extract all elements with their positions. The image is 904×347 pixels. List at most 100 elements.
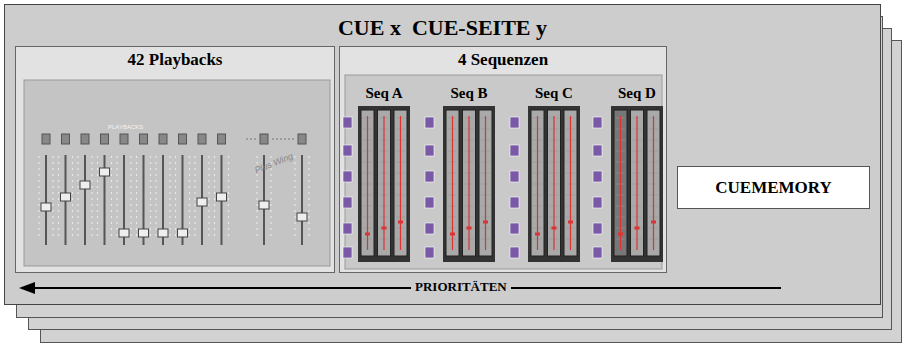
scale-dot	[38, 228, 39, 229]
scale-dot	[294, 192, 295, 193]
scale-dot	[175, 204, 176, 205]
scale-dot	[116, 216, 117, 217]
panel-ground	[345, 75, 662, 269]
scale-dot	[97, 156, 98, 157]
scale-dot	[91, 222, 92, 223]
scale-dot	[189, 162, 190, 163]
scale-dot	[189, 204, 190, 205]
scale-dot	[130, 234, 131, 235]
sequence-button	[343, 197, 352, 208]
scale-dot	[91, 192, 92, 193]
fader-knob	[41, 203, 51, 211]
scale-dot	[294, 180, 295, 181]
scale-dot	[91, 162, 92, 163]
scale-dot	[175, 168, 176, 169]
fader-track	[84, 155, 86, 245]
scale-dot	[58, 186, 59, 187]
scale-dot	[116, 186, 117, 187]
scale-dot	[72, 192, 73, 193]
box-heading: Seq B	[438, 85, 500, 102]
fader-knob	[217, 193, 227, 201]
scale-dot	[111, 234, 112, 235]
scale-dot	[91, 210, 92, 211]
scale-dot	[150, 192, 151, 193]
scale-dot	[116, 234, 117, 235]
sequence-faders	[353, 82, 415, 267]
scale-dot	[294, 216, 295, 217]
scale-dot	[214, 222, 215, 223]
flash-button	[179, 134, 187, 144]
flash-button	[140, 134, 148, 144]
scale-dot	[155, 198, 156, 199]
scale-dot	[194, 222, 195, 223]
fader-track	[620, 116, 621, 250]
scale-dot	[256, 180, 257, 181]
fader-track	[383, 116, 384, 250]
scale-dot	[214, 216, 215, 217]
scale-dot	[91, 174, 92, 175]
scale-dot	[91, 168, 92, 169]
scale-dot	[228, 192, 229, 193]
fader-track	[400, 116, 401, 250]
scale-dot	[58, 174, 59, 175]
sequence-button	[593, 247, 602, 258]
scale-dot	[91, 156, 92, 157]
sequence-button	[593, 223, 602, 234]
scale-dot	[189, 222, 190, 223]
scale-dot	[130, 204, 131, 205]
cuememory-box: CUEMEMORY	[677, 166, 870, 209]
fader-knob	[450, 233, 455, 236]
scale-dot	[72, 156, 73, 157]
scale-dot	[52, 228, 53, 229]
scale-dot	[111, 216, 112, 217]
scale-dot	[38, 174, 39, 175]
scale-dot	[150, 174, 151, 175]
scale-dot	[111, 186, 112, 187]
scale-dot	[52, 156, 53, 157]
scale-dot	[208, 180, 209, 181]
sequence-faders	[438, 82, 500, 267]
scale-dot	[270, 216, 271, 217]
scale-dot	[116, 192, 117, 193]
scale-dot	[214, 174, 215, 175]
scale-dot	[155, 186, 156, 187]
scale-dot	[136, 156, 137, 157]
scale-dot	[116, 210, 117, 211]
fader-frame	[443, 106, 495, 262]
fader-column	[479, 110, 492, 256]
fader-knob	[80, 181, 90, 189]
flash-button	[101, 134, 109, 144]
scale-dot	[150, 204, 151, 205]
scale-dot	[136, 180, 137, 181]
scale-dot	[116, 198, 117, 199]
scale-dot	[228, 216, 229, 217]
scale-dot	[155, 234, 156, 235]
scale-dot	[308, 186, 309, 187]
scale-dot	[189, 192, 190, 193]
scale-dot	[91, 186, 92, 187]
scale-dot	[256, 186, 257, 187]
scale-dot	[228, 198, 229, 199]
scale-dot	[52, 204, 53, 205]
fader-track	[636, 116, 637, 250]
scale-dot	[52, 180, 53, 181]
fader-knob	[483, 221, 488, 224]
fader-knob	[61, 193, 71, 201]
scale-dot	[214, 210, 215, 211]
fader-column	[564, 110, 577, 256]
scale-dot	[294, 222, 295, 223]
panel-caption: PLAYBACKS	[108, 124, 143, 131]
sequence-button	[425, 117, 434, 128]
scale-dot	[72, 180, 73, 181]
scale-dot	[294, 198, 295, 199]
sequence-button	[425, 171, 434, 182]
scale-dot	[136, 192, 137, 193]
scale-dot	[194, 210, 195, 211]
scale-dot	[77, 234, 78, 235]
scale-dot	[111, 210, 112, 211]
fader-knob	[618, 233, 623, 236]
scale-dot	[175, 186, 176, 187]
scale-dot	[136, 174, 137, 175]
scale-dot	[136, 198, 137, 199]
scale-dot	[256, 228, 257, 229]
